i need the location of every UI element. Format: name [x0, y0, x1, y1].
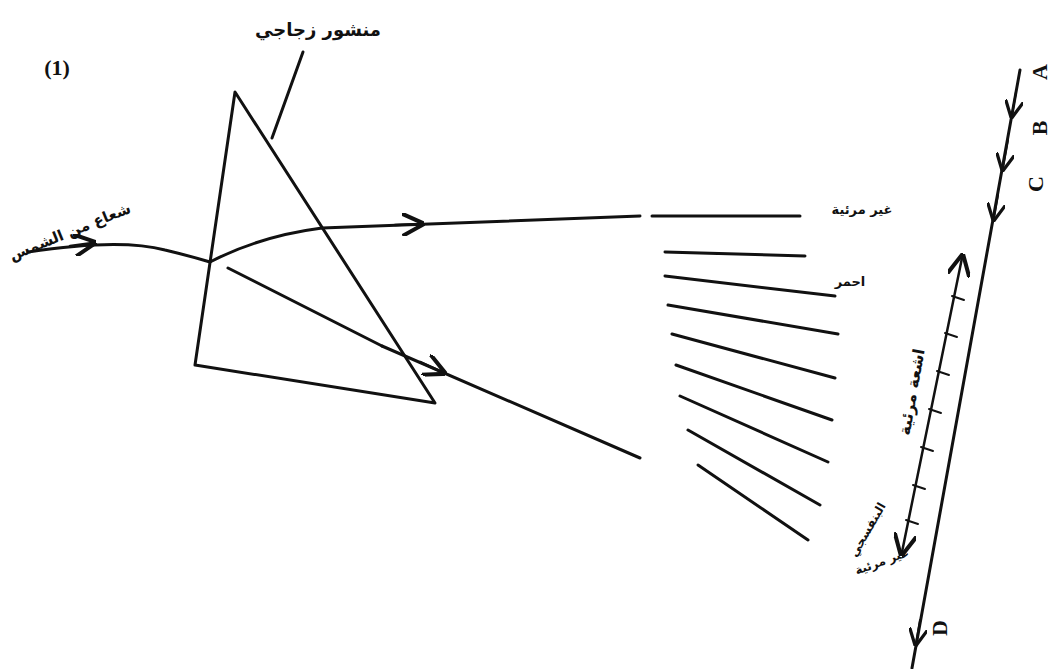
wavelength-axis — [912, 70, 1020, 668]
refracted-ray — [210, 228, 322, 262]
sun-ray — [28, 244, 210, 262]
part-name: منشور زجاجي — [255, 20, 381, 40]
axis-letter: B — [1028, 121, 1052, 136]
refracted-ray — [228, 268, 382, 346]
leader-line — [272, 52, 303, 138]
axis-letter: D — [928, 620, 952, 636]
axis-letter: A — [1028, 64, 1052, 80]
axis-letter: C — [1024, 176, 1048, 192]
color-label: البنفسجي — [847, 501, 888, 560]
figure-number: (1) — [44, 56, 70, 80]
red-ray — [322, 216, 640, 228]
violet-ray — [382, 346, 640, 458]
color-label: احمر — [835, 275, 866, 289]
ray-label: شعاع من الشمس — [7, 200, 133, 264]
range-label: اشعة مرئية — [896, 347, 929, 436]
region-label: غير مرئية — [831, 203, 892, 217]
glass-prism — [195, 92, 435, 403]
